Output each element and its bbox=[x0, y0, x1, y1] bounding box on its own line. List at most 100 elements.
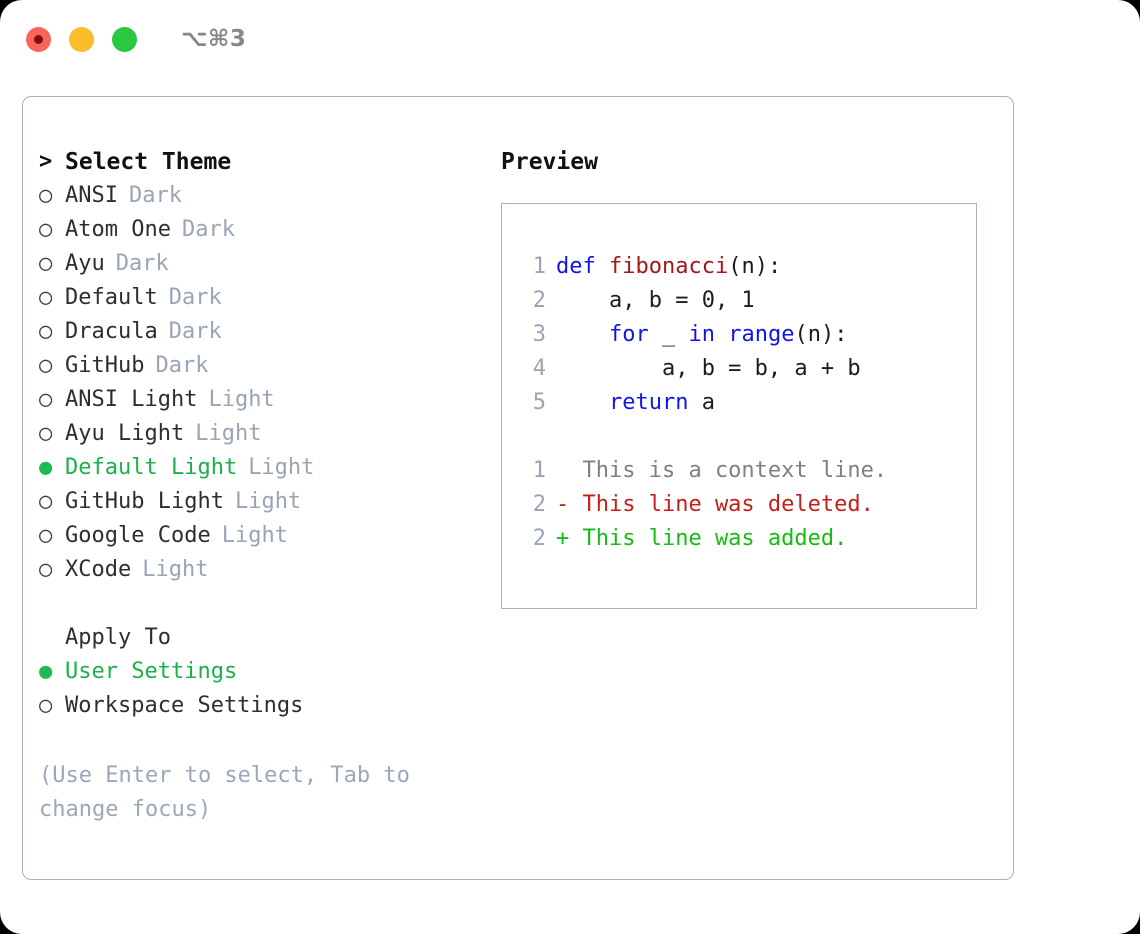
code-content: for _ in range(n): bbox=[556, 318, 847, 352]
code-token: (n): bbox=[728, 254, 782, 279]
minimize-button-icon[interactable] bbox=[69, 26, 94, 52]
line-number: 2 bbox=[532, 526, 546, 551]
theme-variant-tag: Dark bbox=[115, 251, 169, 276]
theme-list-item[interactable]: ○ ANSI Light Light bbox=[39, 383, 489, 417]
code-token: a bbox=[688, 390, 715, 415]
code-line: 3 for _ in range(n): bbox=[502, 318, 976, 352]
close-button-icon[interactable] bbox=[26, 26, 51, 52]
line-number: 3 bbox=[532, 322, 546, 347]
theme-name: Dracula bbox=[65, 319, 158, 344]
code-content: a, b = b, a + b bbox=[556, 352, 861, 386]
theme-name: XCode bbox=[65, 557, 132, 582]
theme-name: Atom One bbox=[65, 217, 171, 242]
select-theme-header: > Select Theme bbox=[39, 145, 489, 179]
radio-unselected-icon: ○ bbox=[39, 285, 53, 310]
diff-line: 2 - This line was deleted. bbox=[502, 488, 976, 522]
theme-variant-tag: Light bbox=[234, 489, 302, 514]
line-number: 5 bbox=[532, 390, 546, 415]
theme-list-item[interactable]: ○ Default Dark bbox=[39, 281, 489, 315]
code-line: 5 return a bbox=[502, 386, 976, 420]
radio-unselected-icon: ○ bbox=[39, 557, 53, 582]
theme-variant-tag: Dark bbox=[128, 183, 182, 208]
theme-name: Ayu Light bbox=[65, 421, 185, 446]
radio-unselected-icon: ○ bbox=[39, 353, 53, 378]
theme-list-item[interactable]: ○ ANSI Dark bbox=[39, 179, 489, 213]
code-content: a, b = 0, 1 bbox=[556, 284, 755, 318]
code-token: fibonacci bbox=[609, 254, 729, 279]
theme-name: ANSI bbox=[65, 183, 118, 208]
code-token: for bbox=[608, 322, 649, 347]
code-token: (n): bbox=[794, 322, 848, 347]
keyboard-hint: (Use Enter to select, Tab to change focu… bbox=[39, 763, 410, 822]
code-token: def bbox=[556, 254, 596, 279]
select-theme-title: Select Theme bbox=[65, 149, 232, 175]
radio-selected-icon: ● bbox=[39, 659, 53, 684]
radio-unselected-icon: ○ bbox=[39, 387, 53, 412]
title-bar: ⌥⌘3 bbox=[0, 0, 1140, 78]
code-content: def fibonacci(n): bbox=[556, 250, 781, 284]
diff-content: - This line was deleted. bbox=[556, 492, 874, 517]
code-token: a, b = b, a + b bbox=[556, 356, 861, 381]
theme-list-item[interactable]: ○ XCode Light bbox=[39, 553, 489, 587]
caret-icon: > bbox=[39, 149, 53, 174]
theme-name: Default bbox=[65, 285, 158, 310]
code-token bbox=[715, 322, 728, 347]
theme-name: ANSI Light bbox=[65, 387, 198, 412]
code-diff-separator bbox=[502, 420, 976, 454]
diff-content: + This line was added. bbox=[556, 526, 848, 551]
code-token bbox=[556, 390, 609, 415]
apply-to-title: Apply To bbox=[65, 625, 171, 650]
theme-variant-tag: Light bbox=[195, 421, 262, 446]
apply-to-label: Workspace Settings bbox=[65, 693, 304, 718]
radio-unselected-icon: ○ bbox=[39, 319, 53, 344]
line-number: 2 bbox=[532, 288, 546, 313]
code-token: in bbox=[688, 322, 715, 347]
theme-variant-tag: Dark bbox=[168, 319, 222, 344]
diff-content: This is a context line. bbox=[556, 458, 888, 483]
theme-variant-tag: Dark bbox=[155, 353, 209, 378]
apply-to-header: Apply To bbox=[39, 621, 489, 655]
apply-to-item[interactable]: ○ Workspace Settings bbox=[39, 689, 489, 723]
code-token bbox=[596, 254, 609, 279]
maximize-button-icon[interactable] bbox=[112, 26, 137, 52]
code-line: 2 a, b = 0, 1 bbox=[502, 284, 976, 318]
code-token: a, b = 0, 1 bbox=[556, 288, 755, 313]
line-number: 4 bbox=[532, 356, 546, 381]
radio-unselected-icon: ○ bbox=[39, 693, 53, 718]
code-line: 4 a, b = b, a + b bbox=[502, 352, 976, 386]
apply-to-item[interactable]: ●User Settings bbox=[39, 655, 489, 689]
theme-variant-tag: Light bbox=[221, 523, 288, 548]
theme-list-item[interactable]: ○ Dracula Dark bbox=[39, 315, 489, 349]
theme-variant-tag: Dark bbox=[168, 285, 222, 310]
radio-selected-icon: ● bbox=[39, 455, 53, 480]
diff-line: 1 This is a context line. bbox=[502, 454, 976, 488]
theme-variant-tag: Light bbox=[142, 557, 209, 582]
keyboard-shortcut-label: ⌥⌘3 bbox=[181, 26, 247, 52]
theme-variant-tag: Light bbox=[248, 455, 315, 480]
list-spacer bbox=[39, 587, 489, 621]
theme-name: Ayu bbox=[65, 251, 105, 276]
code-token: range bbox=[728, 322, 795, 347]
radio-unselected-icon: ○ bbox=[39, 183, 53, 208]
theme-variant-tag: Dark bbox=[181, 217, 235, 242]
line-number: 2 bbox=[532, 492, 546, 517]
apply-to-list: ●User Settings ○ Workspace Settings bbox=[39, 655, 489, 723]
theme-variant-tag: Light bbox=[208, 387, 275, 412]
traffic-light-controls bbox=[26, 26, 137, 52]
code-token: _ bbox=[648, 322, 689, 347]
diff-sample: 1 This is a context line. 2 - This line wa… bbox=[502, 454, 976, 556]
theme-name: GitHub Light bbox=[65, 489, 224, 514]
radio-unselected-icon: ○ bbox=[39, 523, 53, 548]
